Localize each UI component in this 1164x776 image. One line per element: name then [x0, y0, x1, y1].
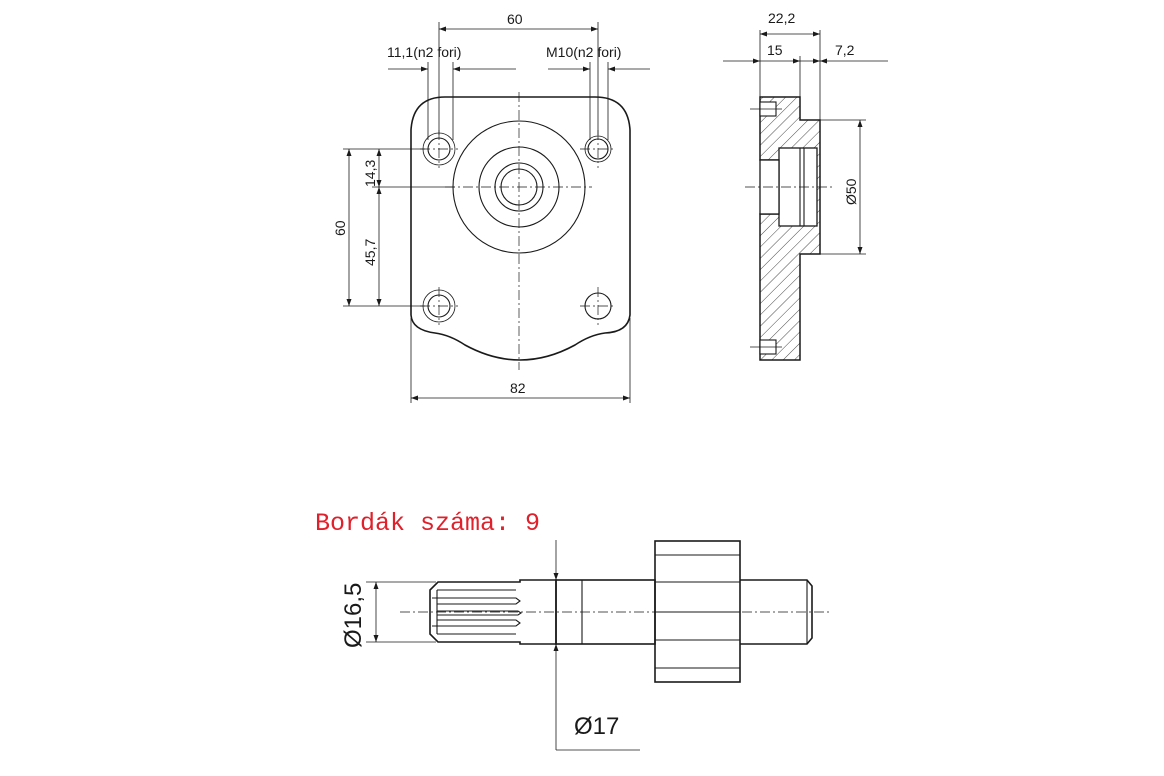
- dim-spline-diameter: Ø16,5: [340, 583, 367, 648]
- dim-width: 82: [510, 380, 526, 396]
- dim-shaft-diameter: Ø17: [574, 713, 619, 740]
- dim-upper-offset: 14,3: [362, 160, 378, 187]
- shaft-view: Bordák száma: 9 Ø16,5 Ø17: [315, 509, 830, 751]
- spline-section: [429, 579, 557, 645]
- flange-side-section: 22,2 15 7,2 Ø50: [723, 10, 888, 361]
- flange-front-view: 60 11,1(n2 fori) M10(n2 fori) 60 14,3 45…: [332, 11, 650, 403]
- dim-total-depth: 22,2: [768, 10, 795, 26]
- section-hatched-body: [759, 96, 821, 361]
- dim-flange-depth: 15: [767, 42, 783, 58]
- dim-left-hole: 11,1(n2 fori): [387, 44, 461, 60]
- dim-spigot-diameter: Ø50: [843, 178, 859, 205]
- shaft-journal: [740, 579, 813, 645]
- spline-count-note: Bordák száma: 9: [315, 509, 540, 538]
- dim-spigot-depth: 7,2: [835, 42, 855, 58]
- dim-height-total: 60: [332, 220, 348, 236]
- dim-lower-offset: 45,7: [362, 239, 378, 266]
- dim-top-spacing: 60: [507, 11, 523, 27]
- flange-outline: [410, 96, 631, 361]
- dim-right-hole: M10(n2 fori): [546, 44, 621, 60]
